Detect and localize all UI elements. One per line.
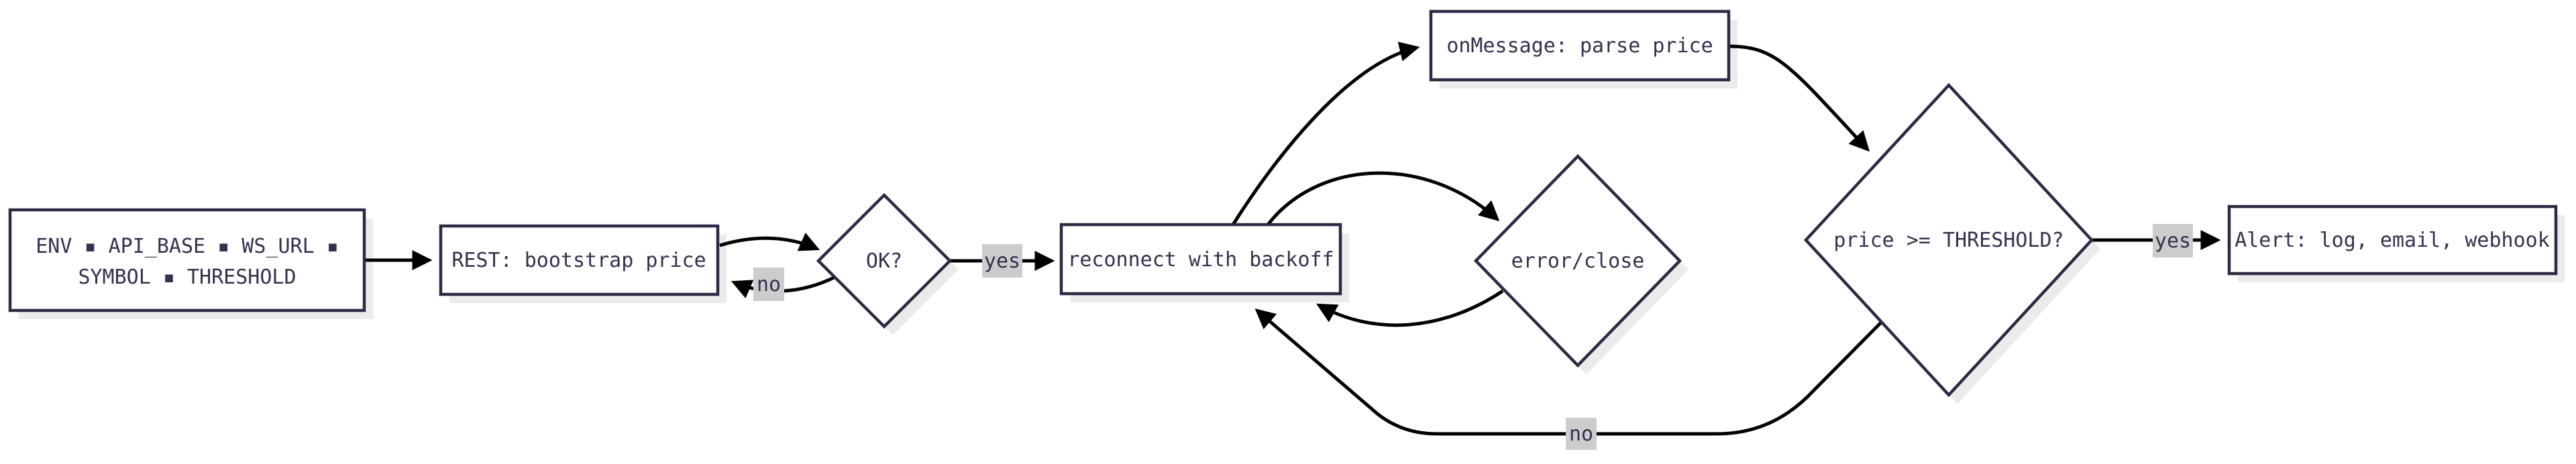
node-shadows xyxy=(19,20,2565,404)
env-config-line1: ENV ▪ API_BASE ▪ WS_URL ▪ xyxy=(36,235,339,258)
node-onmessage-parse: onMessage: parse price xyxy=(1429,9,1731,82)
edge-label-ok-no: no xyxy=(753,268,784,301)
edge-label-ok-no-text: no xyxy=(757,273,781,296)
edge-rest-ok xyxy=(719,232,820,251)
threshold-decision-label: price >= THRESHOLD? xyxy=(1833,229,2063,252)
error-close-label: error/close xyxy=(1511,249,1645,273)
env-config-line2: SYMBOL ▪ THRESHOLD xyxy=(78,266,296,289)
node-ok-decision: OK? xyxy=(816,192,953,329)
node-rest-bootstrap: REST: bootstrap price xyxy=(439,224,720,296)
edge-threshold-reconnect-no xyxy=(1254,308,1884,436)
edge-label-ok-yes: yes xyxy=(982,244,1022,278)
node-threshold-decision: price >= THRESHOLD? xyxy=(1803,82,2094,398)
edge-label-threshold-yes: yes xyxy=(2153,224,2193,257)
rest-bootstrap-label: REST: bootstrap price xyxy=(451,249,706,272)
edge-label-threshold-no-text: no xyxy=(1569,422,1593,446)
onmessage-parse-label: onMessage: parse price xyxy=(1446,34,1713,58)
edge-errorclose-reconnect xyxy=(1316,289,1504,327)
node-reconnect-backoff: reconnect with backoff xyxy=(1059,223,1342,296)
edge-reconnect-errorclose xyxy=(1267,171,1500,226)
edge-label-ok-yes-text: yes xyxy=(984,249,1020,273)
node-error-close: error/close xyxy=(1473,154,1682,368)
node-alert-actions: Alert: log, email, webhook xyxy=(2227,205,2558,276)
edge-reconnect-onmessage xyxy=(1231,42,1420,226)
edge-onmessage-threshold xyxy=(1728,44,1870,152)
reconnect-backoff-label: reconnect with backoff xyxy=(1067,248,1334,272)
node-env-config: ENV ▪ API_BASE ▪ WS_URL ▪ SYMBOL ▪ THRES… xyxy=(8,208,366,312)
edges xyxy=(364,42,2221,436)
ok-decision-label: OK? xyxy=(866,249,902,273)
edge-ok-rest-no xyxy=(731,275,837,298)
edge-label-threshold-yes-text: yes xyxy=(2155,229,2191,253)
edge-label-threshold-no: no xyxy=(1566,418,1597,450)
alert-actions-label: Alert: log, email, webhook xyxy=(2235,229,2550,252)
